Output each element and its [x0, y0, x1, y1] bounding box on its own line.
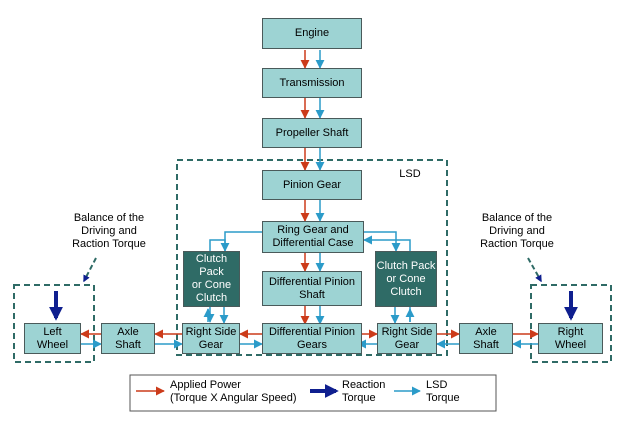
ring-gear-box: Ring Gear and Differential Case: [262, 221, 364, 253]
legend-lsd-torque-text: LSD Torque: [426, 379, 460, 404]
engine-box: Engine: [262, 18, 362, 49]
transmission-box: Transmission: [262, 68, 362, 98]
diff-pinion-gears-box: Differential Pinion Gears: [262, 323, 362, 354]
right-wheel-dashed-border: [530, 284, 612, 363]
right-wheel-box: Right Wheel: [538, 323, 603, 354]
legend-reaction-torque-text: Reaction Torque: [342, 379, 386, 404]
clutch-pack-right-box: Clutch Pack or Cone Clutch: [375, 251, 437, 307]
left-wheel-dashed-border: [13, 284, 95, 363]
balance-left-label: Balance of the Driving and Raction Torqu…: [72, 212, 146, 250]
reaction-torque-arrows: [49, 291, 578, 321]
propeller-shaft-box: Propeller Shaft: [262, 118, 362, 148]
right-side-gear-left-box: Right Side Gear: [182, 323, 240, 354]
balance-right-pointer: [527, 257, 542, 283]
lsd-dashed-border: [176, 159, 448, 356]
lsd-label: LSD: [399, 168, 421, 180]
balance-left-pointer: [83, 257, 97, 283]
axle-shaft-right-box: Axle Shaft: [459, 323, 513, 354]
axle-shaft-left-box: Axle Shaft: [101, 323, 155, 354]
pinion-gear-box: Pinion Gear: [262, 170, 362, 200]
clutch-pack-left-box: Clutch Pack or Cone Clutch: [183, 251, 240, 307]
legend-applied-power-text: Applied Power (Torque X Angular Speed): [170, 379, 297, 404]
diff-pinion-shaft-box: Differential Pinion Shaft: [262, 271, 362, 306]
balance-right-label: Balance of the Driving and Raction Torqu…: [480, 212, 554, 250]
left-wheel-box: Left Wheel: [24, 323, 81, 354]
right-side-gear-right-box: Right Side Gear: [377, 323, 437, 354]
applied-power-arrows: [80, 50, 539, 339]
